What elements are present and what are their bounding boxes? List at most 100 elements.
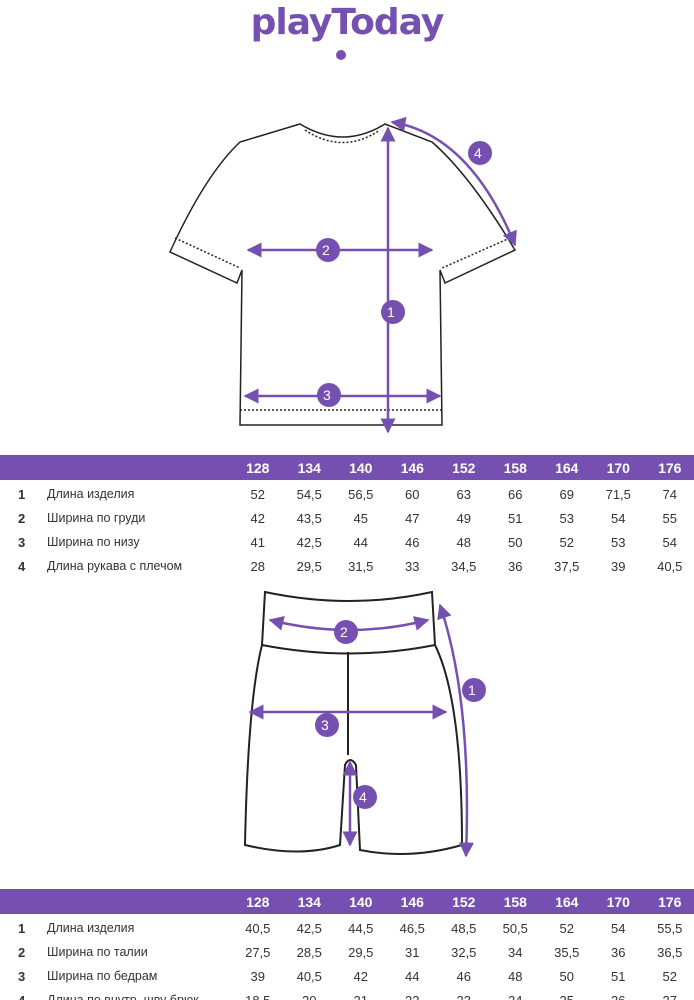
- measurement-value: 48: [456, 534, 471, 550]
- measurement-value: 39: [611, 558, 626, 574]
- measurement-value: 42: [353, 968, 368, 984]
- measurement-value: 50: [559, 968, 574, 984]
- measurement-value: 47: [405, 510, 420, 526]
- measurement-value: 44: [405, 968, 420, 984]
- measurement-value: 28,5: [296, 944, 322, 960]
- measurement-value: 29,5: [348, 944, 374, 960]
- tshirt-diagram: [169, 116, 517, 434]
- brand-logo: playToday: [250, 2, 445, 43]
- measurement-value: 40,5: [657, 558, 683, 574]
- measurement-value: 46: [405, 534, 420, 550]
- measurement-value: 42,5: [296, 534, 322, 550]
- measurement-label: Длина рукава с плечом: [47, 559, 183, 573]
- measurement-value: 50,5: [502, 920, 528, 936]
- measurement-label: Длина изделия: [47, 921, 135, 935]
- size-header: 128: [246, 893, 270, 910]
- size-header: 170: [606, 459, 630, 476]
- measurement-value: 34: [508, 944, 523, 960]
- marker-label: 4: [474, 145, 482, 161]
- measurement-value: 52: [559, 920, 574, 936]
- measurement-value: 51: [508, 510, 523, 526]
- measurement-value: 54,5: [296, 486, 322, 502]
- size-header: 164: [555, 893, 579, 910]
- size-header: 134: [297, 459, 321, 476]
- marker-1: [381, 300, 405, 324]
- measurement-value: 52: [250, 486, 265, 502]
- tshirt-outline: [169, 123, 517, 426]
- measurement-value: 36: [508, 558, 523, 574]
- row-number: 3: [18, 968, 26, 984]
- size-header: 146: [400, 459, 424, 476]
- measurement-value: 49: [456, 510, 471, 526]
- measurement-value: 63: [456, 486, 471, 502]
- measurement-value: 44: [353, 534, 368, 550]
- marker-3: [317, 383, 341, 407]
- measurement-value: 24: [508, 992, 523, 1000]
- row-number: 3: [18, 534, 26, 550]
- measurement-value: 42,5: [296, 920, 322, 936]
- measurement-value: 53: [559, 510, 574, 526]
- size-header: 146: [400, 893, 424, 910]
- measurement-value: 69: [559, 486, 574, 502]
- measurement-value: 54: [611, 920, 626, 936]
- row-number: 1: [18, 486, 26, 502]
- measurement-value: 60: [405, 486, 420, 502]
- marker-2: [316, 238, 340, 262]
- measurement-value: 56,5: [348, 486, 374, 502]
- marker-label: 1: [387, 304, 395, 320]
- marker-label: 3: [323, 387, 331, 403]
- measurement-value: 18,5: [245, 992, 271, 1000]
- measurement-value: 28: [250, 558, 265, 574]
- measurement-value: 31,5: [348, 558, 374, 574]
- size-header: 164: [555, 459, 579, 476]
- measurement-value: 31: [405, 944, 420, 960]
- size-header: 152: [452, 459, 476, 476]
- marker-label: 4: [359, 789, 367, 805]
- measurement-value: 36,5: [657, 944, 683, 960]
- measurement-label: Ширина по низу: [47, 535, 140, 549]
- measurement-value: 55: [662, 510, 677, 526]
- marker-label: 3: [321, 717, 329, 733]
- measurement-value: 66: [508, 486, 523, 502]
- measurement-value: 39: [250, 968, 265, 984]
- measurement-value: 32,5: [451, 944, 477, 960]
- size-header: 128: [246, 459, 270, 476]
- measurement-value: 55,5: [657, 920, 683, 936]
- measurement-value: 25: [559, 992, 574, 1000]
- size-header: 134: [297, 893, 321, 910]
- measurement-value: 54: [662, 534, 677, 550]
- measurement-label: Длина изделия: [47, 487, 135, 501]
- measurement-value: 26: [611, 992, 626, 1000]
- measurement-value: 35,5: [554, 944, 580, 960]
- measurement-value: 34,5: [451, 558, 477, 574]
- marker-label: 1: [468, 682, 476, 698]
- logo-dot: [336, 50, 346, 60]
- measurement-value: 22: [405, 992, 420, 1000]
- size-header: 140: [349, 459, 373, 476]
- row-number: 1: [18, 920, 26, 936]
- row-number: 2: [18, 944, 26, 960]
- measurement-value: 45: [353, 510, 368, 526]
- measurement-value: 27,5: [245, 944, 271, 960]
- measurement-value: 48: [508, 968, 523, 984]
- measurement-label: Ширина по бедрам: [47, 969, 158, 983]
- measurement-value: 27: [662, 992, 677, 1000]
- measurement-value: 44,5: [348, 920, 374, 936]
- measurement-value: 40,5: [245, 920, 271, 936]
- measurement-value: 36: [611, 944, 626, 960]
- measurement-value: 46: [456, 968, 471, 984]
- measurement-value: 42: [250, 510, 265, 526]
- measurement-value: 29,5: [296, 558, 322, 574]
- marker-label: 2: [340, 624, 348, 640]
- measurement-value: 21: [353, 992, 368, 1000]
